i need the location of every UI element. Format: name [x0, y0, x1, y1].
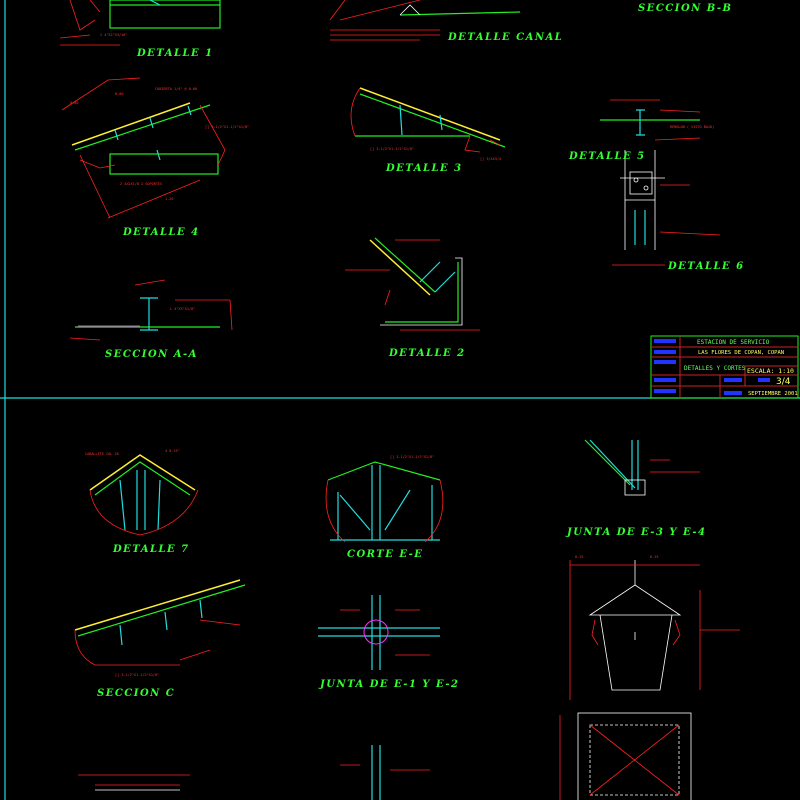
section-aa-drawing: L 4"X3"X1/8": [69, 279, 233, 341]
svg-text:0.15: 0.15: [575, 555, 583, 559]
svg-text:CUBIERTA 1/4" @ 0.60: CUBIERTA 1/4" @ 0.60: [155, 87, 197, 91]
title-detalle-7: DETALLE 7: [112, 544, 190, 555]
section-ee-drawing: [] 3-1/2"X1-1/2"X1/8": [325, 455, 444, 543]
svg-text:1.20: 1.20: [165, 197, 173, 201]
detail-2-drawing: [345, 237, 480, 331]
detail-4-drawing: 0.80 0.80 CUBIERTA 1/4" @ 0.60 [] 3-1/2"X…: [61, 77, 249, 219]
detail-3-drawing: [] 3-1/2"X1-1/2"X1/8" [] 3/4X3/4: [350, 87, 506, 161]
section-c-drawing: [] 3-1/2"X1-1/2"X1/8": [74, 579, 246, 677]
svg-text:2 4"X2"X3/16": 2 4"X2"X3/16": [100, 33, 127, 37]
project-name: ESTACION DE SERVICIO: [697, 339, 770, 346]
title-detalle-2: DETALLE 2: [388, 348, 466, 359]
lamp-detail-drawing: 0.15 0.15: [559, 555, 740, 800]
date: SEPTIEMBRE 2001: [748, 391, 798, 397]
svg-text:[] 3-1/2"X1-1/2"X1/8": [] 3-1/2"X1-1/2"X1/8": [115, 673, 159, 677]
title-junta-e1-e2: JUNTA DE E-1 Y E-2: [318, 679, 459, 690]
svg-text:[] 3/4X3/4: [] 3/4X3/4: [480, 157, 501, 161]
sheet-title: DETALLES Y CORTES: [684, 365, 746, 372]
svg-text:0.15: 0.15: [650, 555, 658, 559]
svg-text:0.80: 0.80: [115, 92, 123, 96]
detail-7-drawing: CABALLETE CAL 26 4 0.15": [85, 449, 199, 536]
title-seccion-bb: SECCION B-B: [638, 3, 733, 14]
title-detalle-3: DETALLE 3: [385, 163, 463, 174]
title-detalle-6: DETALLE 6: [667, 261, 745, 272]
bottom-details: [78, 745, 430, 800]
svg-text:[] 3-1/2"X1-1/2"X1/8": [] 3-1/2"X1-1/2"X1/8": [390, 455, 434, 459]
title-corte-ee: CORTE E-E: [347, 549, 423, 560]
svg-text:0.80: 0.80: [70, 101, 78, 105]
svg-text:4 0.15": 4 0.15": [165, 449, 180, 453]
detail-5-6-drawing: RENGLON ( VISTO BAJO): [600, 99, 721, 266]
title-detalle-4: DETALLE 4: [122, 227, 200, 238]
title-junta-e3-e4: JUNTA DE E-3 Y E-4: [565, 527, 706, 538]
title-seccion-c: SECCION C: [97, 688, 175, 699]
sheet-number: 3/4: [776, 377, 791, 387]
svg-text:[] 3-1/2"X1-1/2"X1/8": [] 3-1/2"X1-1/2"X1/8": [370, 147, 414, 151]
title-detalle-1: DETALLE 1: [136, 48, 214, 59]
project-location: LAS FLORES DE COPAN, COPAN: [698, 350, 784, 356]
svg-text:RENGLON ( VISTO BAJO): RENGLON ( VISTO BAJO): [670, 125, 714, 129]
title-detalle-5: DETALLE 5: [568, 151, 646, 162]
scale: ESCALA: 1:10: [747, 367, 794, 375]
title-detalle-canal: DETALLE CANAL: [447, 32, 563, 43]
svg-text:L 4"X3"X1/8": L 4"X3"X1/8": [170, 307, 195, 311]
detail-canal-drawing: [329, 0, 521, 41]
title-seccion-aa: SECCION A-A: [105, 349, 198, 360]
svg-text:2 4X2X1/8 2 SOPORTES: 2 4X2X1/8 2 SOPORTES: [120, 182, 162, 186]
joint-e3-e4-drawing: [584, 439, 700, 496]
title-block: [650, 335, 799, 399]
detail-1-drawing: 2 4"X2"X3/16": [59, 0, 221, 46]
svg-text:[] 3-1/2"X1-1/2"X1/8": [] 3-1/2"X1-1/2"X1/8": [205, 125, 249, 129]
joint-e1-e2-drawing: [318, 595, 440, 670]
svg-text:CABALLETE CAL 26: CABALLETE CAL 26: [85, 452, 119, 456]
